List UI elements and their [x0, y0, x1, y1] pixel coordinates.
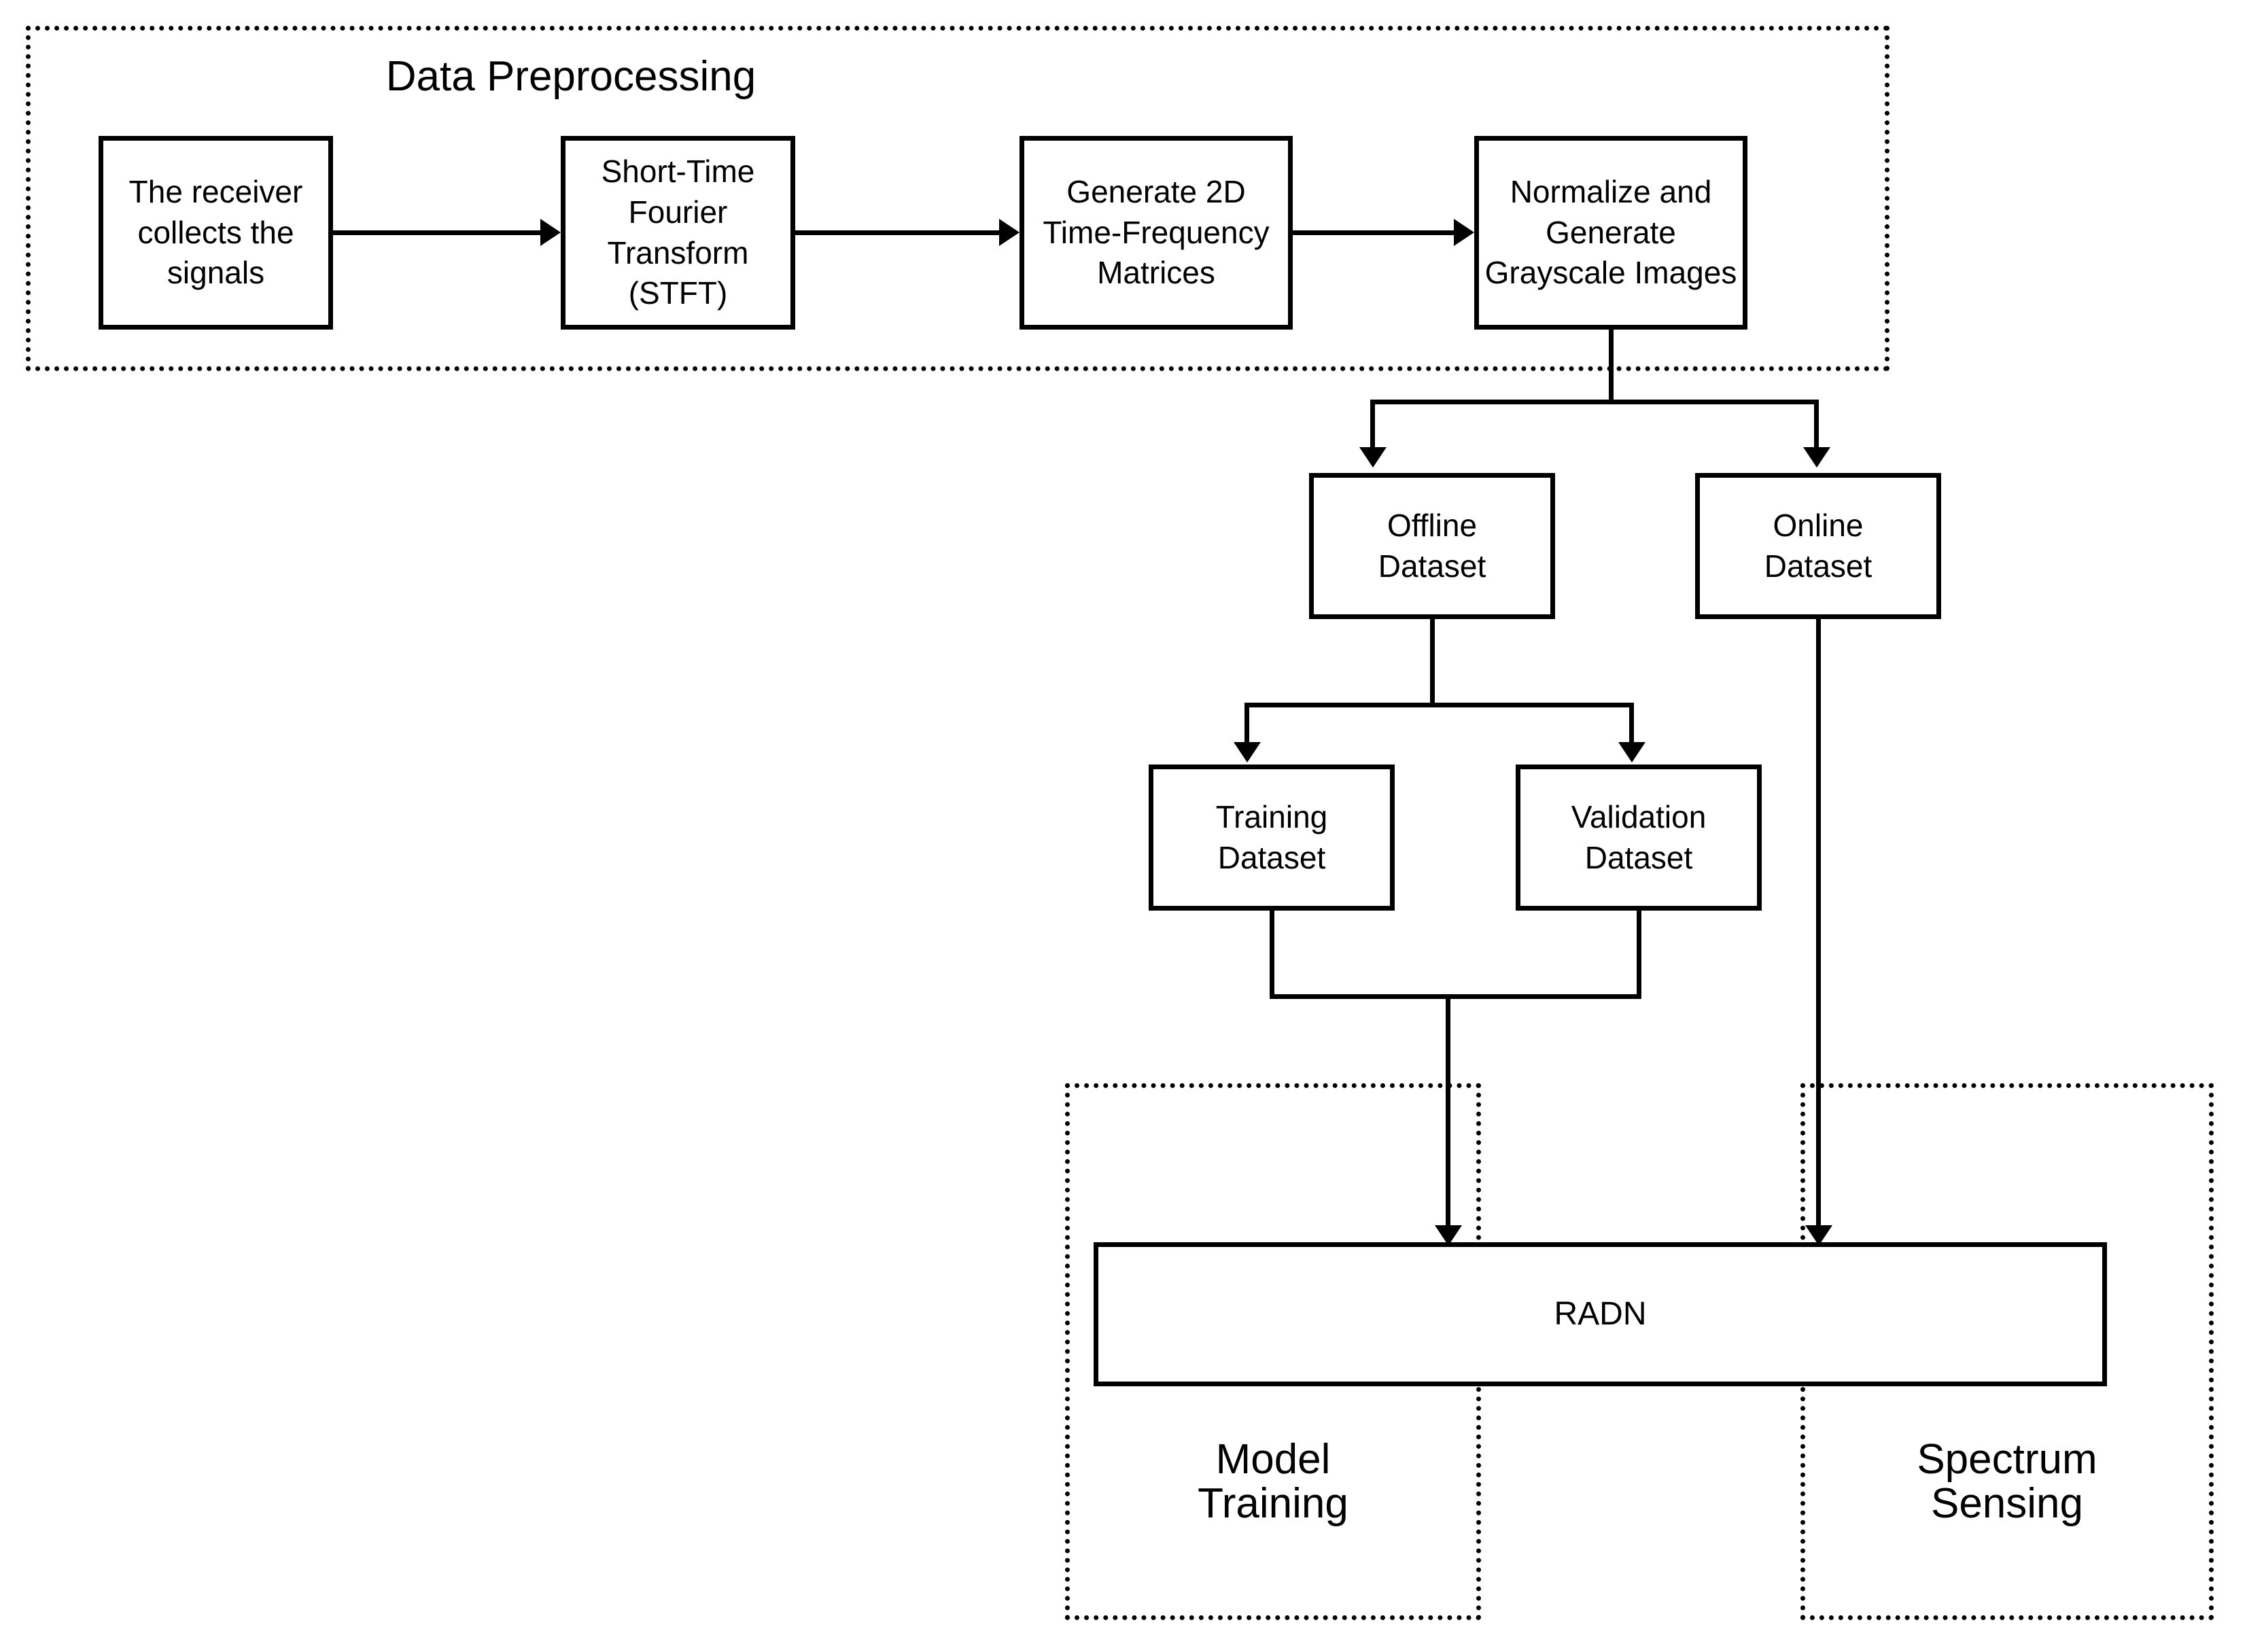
- arrowhead-to-validation-dataset: [1618, 742, 1645, 762]
- connector-normalize-stem: [1609, 330, 1614, 404]
- connector-online-to-radn: [1816, 619, 1821, 1225]
- group-model-training-label: Model Training: [1198, 1436, 1348, 1528]
- connector-receiver-to-stft: [333, 230, 540, 235]
- node-radn[interactable]: RADN: [1094, 1242, 2107, 1386]
- node-stft[interactable]: Short-Time Fourier Transform (STFT): [561, 136, 795, 330]
- connector-training-validation-merge-bar: [1270, 994, 1641, 999]
- group-data-preprocessing: [26, 26, 1889, 371]
- connector-merged-to-radn: [1446, 994, 1450, 1225]
- connector-validation-stem: [1637, 911, 1641, 999]
- connector-training-validation-split-bar: [1244, 703, 1634, 707]
- group-data-preprocessing-label: Data Preprocessing: [385, 53, 756, 100]
- node-online-dataset[interactable]: Online Dataset: [1695, 473, 1941, 619]
- connector-to-offline-dataset: [1370, 400, 1375, 447]
- arrowhead-to-training-dataset: [1234, 742, 1261, 762]
- arrowhead-stft-to-tfmatrix: [999, 219, 1020, 246]
- connector-dataset-split-bar: [1370, 400, 1819, 404]
- node-validation-dataset[interactable]: Validation Dataset: [1516, 765, 1762, 911]
- arrowhead-tfmatrix-to-normalize: [1454, 219, 1474, 246]
- arrowhead-to-online-dataset: [1803, 447, 1830, 468]
- arrowhead-to-offline-dataset: [1359, 447, 1387, 468]
- connector-offline-stem: [1430, 619, 1435, 707]
- node-tfmatrix[interactable]: Generate 2D Time-Frequency Matrices: [1020, 136, 1293, 330]
- node-receiver[interactable]: The receiver collects the signals: [99, 136, 333, 330]
- connector-to-training-dataset: [1244, 703, 1249, 742]
- group-spectrum-sensing-label: Spectrum Sensing: [1917, 1436, 2097, 1528]
- node-normalize[interactable]: Normalize and Generate Grayscale Images: [1474, 136, 1747, 330]
- arrowhead-receiver-to-stft: [540, 219, 561, 246]
- connector-to-validation-dataset: [1629, 703, 1634, 742]
- node-offline-dataset[interactable]: Offline Dataset: [1309, 473, 1555, 619]
- node-training-dataset[interactable]: Training Dataset: [1149, 765, 1395, 911]
- connector-to-online-dataset: [1814, 400, 1819, 447]
- connector-stft-to-tfmatrix: [795, 230, 999, 235]
- connector-tfmatrix-to-normalize: [1293, 230, 1454, 235]
- connector-training-stem: [1270, 911, 1274, 999]
